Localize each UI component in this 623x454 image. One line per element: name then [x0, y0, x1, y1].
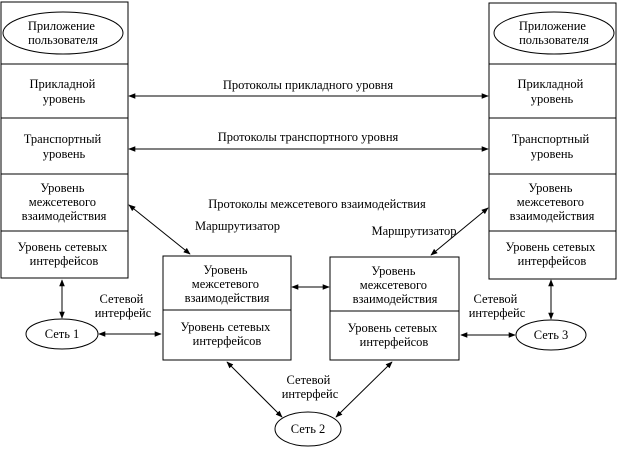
- router-left-netif-label: Уровень сетевых интерфейсов: [180, 320, 273, 348]
- router-left-box: Уровень межсетевого взаимодействия Урове…: [162, 255, 292, 361]
- router-right-box: Уровень межсетевого взаимодействия Урове…: [329, 256, 460, 361]
- right-host-to-router-arrow: [430, 207, 489, 256]
- router-right-netif-label: Уровень сетевых интерфейсов: [347, 321, 440, 349]
- application-protocol-label: Протоколы прикладного уровня: [223, 78, 394, 92]
- network-3-label: Сеть 3: [534, 328, 569, 342]
- router-label-right: Маршрутизатор: [372, 224, 457, 238]
- router-left-to-net2-arrow: [226, 361, 283, 418]
- right-stack-frame: [488, 2, 617, 280]
- net-if-bottom-label: Сетевой интерфейс: [282, 373, 339, 401]
- router-right-frame: [329, 256, 460, 361]
- left-transport-layer-label: Транспортный уровень: [24, 132, 105, 161]
- right-netif-layer-label: Уровень сетевых интерфейсов: [505, 240, 598, 268]
- left-netif-layer-label: Уровень сетевых интерфейсов: [17, 240, 110, 268]
- right-application-layer-label: Прикладной уровень: [518, 77, 587, 106]
- left-app-ellipse: [2, 11, 124, 55]
- network-3-ellipse: [515, 319, 587, 351]
- network-2-label: Сеть 2: [291, 422, 326, 436]
- router-right-to-net2-arrow: [335, 361, 393, 418]
- network-2-ellipse: [274, 411, 342, 447]
- left-application-layer-label: Прикладной уровень: [30, 77, 99, 106]
- right-app-ellipse: [493, 11, 615, 55]
- network-1-ellipse: [25, 318, 99, 350]
- right-app-label: Приложение пользователя: [519, 19, 589, 47]
- left-host-to-router-arrow: [128, 204, 191, 255]
- net-if-left-label: Сетевой интерфейс: [95, 292, 152, 320]
- router-label-left: Маршрутизатор: [195, 219, 280, 233]
- right-internet-layer-label: Уровень межсетевого взаимодействия: [510, 181, 595, 223]
- router-right-internet-label: Уровень межсетевого взаимодействия: [353, 264, 438, 306]
- left-app-label: Приложение пользователя: [28, 19, 98, 47]
- internet-protocol-label: Протоколы межсетевого взаимодействия: [208, 197, 426, 211]
- net-if-right-label: Сетевой интерфейс: [469, 292, 526, 320]
- router-left-frame: [162, 255, 292, 361]
- right-transport-layer-label: Транспортный уровень: [512, 132, 593, 161]
- right-host-stack: Приложение пользователя Прикладной урове…: [488, 2, 617, 280]
- left-stack-frame: [0, 1, 129, 279]
- router-left-internet-label: Уровень межсетевого взаимодействия: [185, 263, 270, 305]
- network-1-label: Сеть 1: [45, 327, 80, 341]
- transport-protocol-label: Протоколы транспортного уровня: [218, 130, 399, 144]
- left-internet-layer-label: Уровень межсетевого взаимодействия: [22, 181, 107, 223]
- left-host-stack: Приложение пользователя Прикладной урове…: [0, 1, 129, 279]
